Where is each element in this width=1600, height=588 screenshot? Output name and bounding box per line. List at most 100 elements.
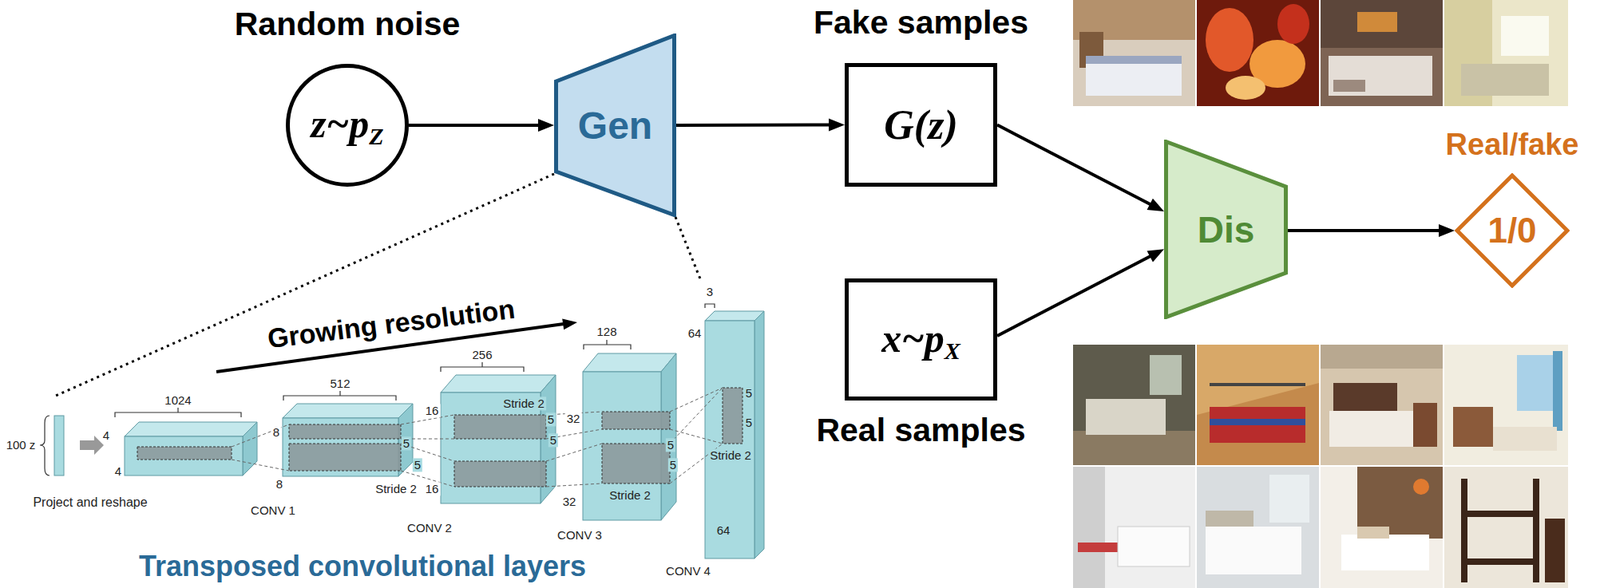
- section-heading: Real samples: [815, 411, 1026, 450]
- node-label: x~pX: [881, 315, 961, 365]
- node-label: G(z): [883, 101, 958, 149]
- subscript: Z: [368, 122, 384, 150]
- output-diamond: 1/0Real/fake: [1454, 173, 1570, 289]
- kernel-block: [601, 411, 670, 430]
- dimension-label: 256: [470, 348, 494, 362]
- fake-sample-images: [1328, 55, 1433, 96]
- real-sample-images: [1333, 383, 1398, 416]
- stride-label: Stride 2: [708, 448, 753, 463]
- dimension-label: 32: [561, 495, 579, 509]
- kernel-projection-line: [669, 429, 723, 444]
- dimension-bracket: [583, 340, 631, 350]
- kernel-size: 5: [744, 386, 754, 400]
- real-sample-images: [1413, 403, 1438, 448]
- fake-sample-images: [1073, 0, 1196, 107]
- node-shape: [288, 66, 408, 186]
- dimension-label: 32: [565, 411, 583, 426]
- arrow-connector: [408, 118, 555, 132]
- kernel-block: [137, 447, 232, 460]
- real-sample-images: [1073, 467, 1105, 588]
- section-caption: Transposed convolutional layers: [138, 550, 587, 583]
- dimension-label: 128: [594, 324, 618, 339]
- real-sample-images: [1205, 526, 1302, 575]
- layer-name: CONV 1: [250, 503, 296, 518]
- arrowhead: [828, 118, 845, 132]
- fake-sample-images: [1196, 0, 1319, 107]
- arrow-connector: [676, 118, 845, 132]
- feature-map-block: [124, 422, 258, 437]
- fake-sample-images: [1073, 0, 1569, 107]
- real-sample-images: [1269, 475, 1310, 523]
- input-vector: [39, 415, 50, 476]
- kernel-size: 5: [665, 438, 676, 452]
- kernel-block: [601, 443, 670, 484]
- real-sample-images: [1532, 479, 1540, 583]
- connector-line: [997, 256, 1152, 337]
- generator-trapezoid: Gen: [554, 33, 677, 218]
- dimension-bracket: [704, 304, 715, 309]
- feature-map-block: [124, 436, 243, 476]
- real-sample-images: [1149, 355, 1182, 396]
- kernel-projection-line: [546, 483, 602, 488]
- real-sample-images: [1461, 479, 1468, 583]
- step-label: Project and reshape: [32, 495, 147, 511]
- connector-line: [408, 123, 540, 127]
- section-heading: Real/fake: [1445, 127, 1580, 163]
- kernel-projection-line: [231, 388, 723, 488]
- kernel-projection-line: [231, 424, 290, 448]
- real-sample-images: [1552, 351, 1563, 432]
- real-sample-images: [1341, 534, 1430, 571]
- dimension-label: 4: [101, 428, 111, 443]
- real-sample-images: [1073, 344, 1196, 466]
- real-sample-images: [1444, 344, 1569, 466]
- fake-sample-images: [1205, 7, 1254, 72]
- feature-map-block: [242, 422, 258, 476]
- input-vector: [54, 415, 64, 476]
- node-label: z~pZ: [310, 100, 384, 151]
- input-vector: [39, 415, 104, 476]
- node-shape: [556, 35, 675, 216]
- input-label: 100 z: [6, 438, 36, 452]
- node-content: 1/0: [1454, 173, 1570, 289]
- fake-sample-images: [1357, 11, 1398, 32]
- real-sample-images: [1320, 344, 1443, 466]
- dimension-label: 1024: [162, 393, 193, 408]
- arrowhead: [1438, 224, 1455, 238]
- real-sample-images: [1073, 344, 1569, 588]
- fake-sample-images: [1085, 55, 1182, 64]
- kernel-block: [289, 424, 401, 440]
- real-sample-images: [1357, 467, 1443, 539]
- dimension-label: 16: [423, 403, 441, 418]
- node-label: Dis: [1197, 208, 1256, 252]
- feature-map-block: [582, 353, 677, 373]
- node-label: 1/0: [1487, 210, 1537, 251]
- kernel-block: [289, 443, 401, 472]
- real-sample-images: [1196, 467, 1319, 588]
- dimension-label: 4: [113, 464, 123, 479]
- fake-sample-images: [1500, 15, 1549, 56]
- node-shape: [1457, 175, 1568, 286]
- section-heading: Fake samples: [813, 3, 1029, 42]
- real-sample-images: [1085, 399, 1166, 436]
- growing-resolution-arrow: [562, 319, 578, 331]
- input-vector: [79, 435, 104, 456]
- feature-map-block: [440, 375, 556, 393]
- kernel-size: 5: [401, 436, 412, 451]
- dimension-bracket: [283, 391, 397, 401]
- feature-map-block: [124, 311, 765, 559]
- fake-sample-images: [1225, 75, 1266, 100]
- real-sample-images: [1320, 344, 1443, 369]
- kernel-block: [454, 415, 547, 440]
- fake-sample-images: [1333, 79, 1366, 92]
- subscript: X: [944, 337, 961, 365]
- dimension-label: 64: [715, 523, 733, 538]
- dimension-label: 3: [704, 285, 715, 299]
- zoom-dotted-line: [675, 217, 701, 282]
- feature-map-block: [661, 353, 677, 521]
- fake-sample-images: [1277, 3, 1310, 44]
- real-sample-images: [1209, 407, 1306, 444]
- stride-label: Stride 2: [607, 488, 653, 503]
- real-sample-images: [1516, 355, 1557, 412]
